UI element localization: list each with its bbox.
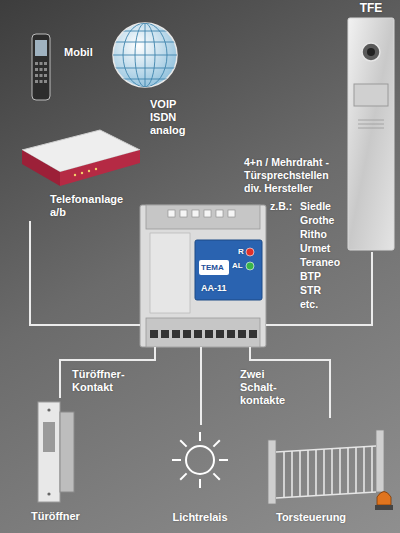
node-label: AL [232, 261, 243, 271]
node-label: Telefonanlage a/b [50, 193, 123, 219]
intercom-panel [348, 18, 394, 250]
annotation-label: Ritho [300, 228, 327, 241]
device-housing [140, 205, 266, 347]
node-label: Mobil [64, 46, 93, 59]
network-node: VOIP ISDN analog [110, 18, 190, 143]
node-label: Torsteuerung [276, 511, 346, 524]
annotation-label: Teraneo [300, 256, 340, 269]
annotation-label: Urmet [300, 242, 330, 255]
door-opener-node: Türöffner [25, 398, 95, 525]
door-opener-icon [38, 402, 74, 502]
annotation-label: Grothe [300, 214, 334, 227]
annotation-label: BTP [300, 270, 321, 283]
connector-line [60, 347, 155, 398]
gate-icon [268, 430, 393, 510]
node-label: Türöffner [31, 510, 80, 523]
annotation-label: etc. [300, 298, 318, 311]
connector-line [266, 252, 372, 325]
connector-line [30, 221, 140, 325]
device-node: TEMA AA-11 R AL [140, 205, 266, 347]
annotation-label: div. Hersteller [244, 182, 313, 195]
connector-label: Türöffner- Kontakt [72, 368, 125, 394]
router-node: Telefonanlage a/b [18, 125, 148, 221]
gate-control-node: Torsteuerung [262, 418, 396, 526]
node-label: TFE [346, 2, 396, 15]
intercom-node: TFE [346, 2, 398, 252]
phone-icon [32, 34, 50, 100]
annotation-label: z.B.: [270, 200, 292, 213]
annotation-label: 4+n / Mehrdraht - [244, 156, 329, 169]
node-label: AA-11 [201, 282, 227, 294]
annotation-label: STR [300, 284, 321, 297]
node-label: TEMA [201, 262, 224, 274]
connector-line [200, 347, 202, 425]
light-relay-node: Lichtrelais [160, 425, 242, 526]
node-label: R [238, 247, 244, 257]
phone-node: Mobil [28, 30, 98, 102]
annotation-label: Siedle [300, 200, 331, 213]
node-label: Lichtrelais [160, 511, 240, 524]
globe-icon [113, 23, 177, 87]
light-icon [172, 432, 228, 488]
annotation-label: Türsprechstellen [244, 169, 329, 182]
annotation-label: Zwei Schalt- kontakte [240, 368, 285, 407]
node-label: VOIP ISDN analog [150, 98, 185, 137]
router-icon [22, 130, 140, 186]
